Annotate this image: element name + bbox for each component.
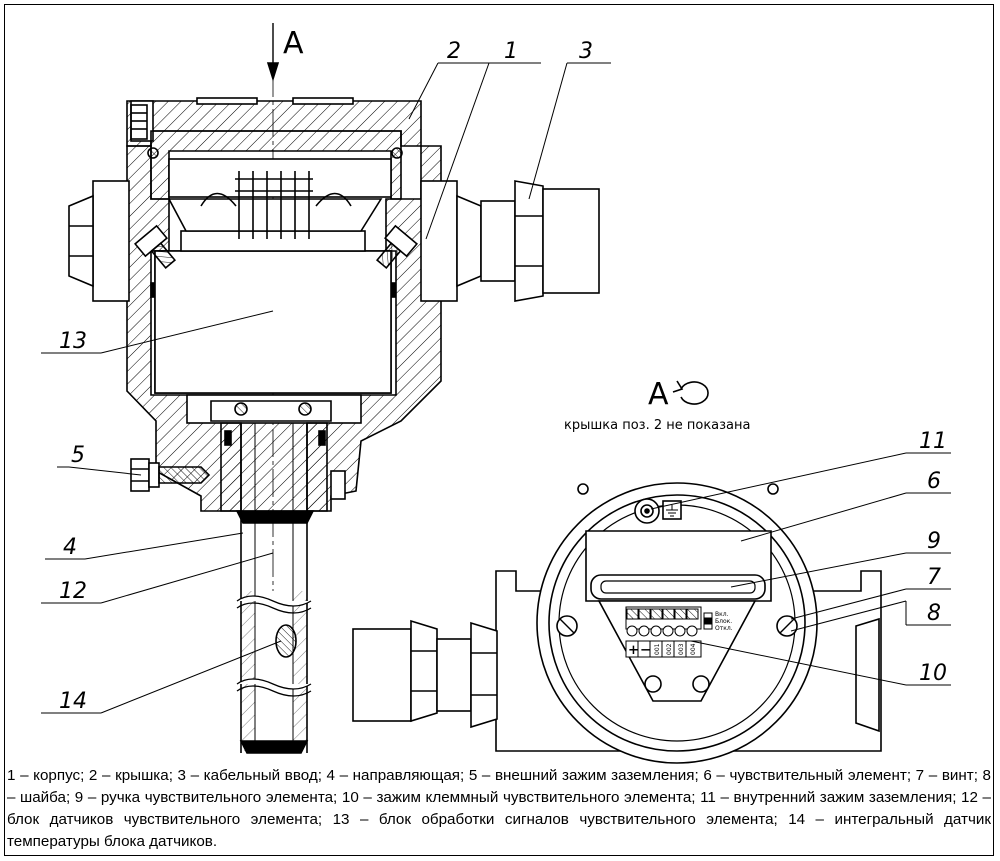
view-label-a: A — [283, 26, 304, 61]
terminal-003: 003 — [678, 643, 685, 655]
switch-off-label: Откл. — [715, 625, 733, 632]
leaders-view — [650, 452, 951, 686]
leaders-section — [41, 62, 611, 714]
callout-13: 13 — [59, 329, 87, 354]
terminal-001: 001 — [654, 643, 661, 655]
legend-text: 1 – корпус; 2 – крышка; 3 – кабельный вв… — [7, 767, 991, 850]
callout-8: 8 — [927, 601, 941, 626]
rotation-icon — [680, 381, 709, 405]
callout-2: 2 — [447, 39, 461, 64]
view-subtitle: крышка поз. 2 не показана — [564, 418, 751, 433]
callout-14: 14 — [59, 689, 87, 714]
cover-part — [126, 97, 422, 200]
terminal-004: 004 — [690, 643, 697, 655]
callout-12: 12 — [59, 579, 87, 604]
sensor-element-13 — [154, 171, 392, 394]
guide-tube — [236, 423, 312, 754]
view-cable-gland — [352, 619, 498, 729]
callout-7: 7 — [927, 565, 941, 590]
callout-3: 3 — [579, 39, 593, 64]
callout-9: 9 — [927, 529, 941, 554]
callout-10: 10 — [919, 661, 947, 686]
view-title-a: A — [648, 377, 669, 412]
terminal-plus: + — [628, 643, 639, 658]
callout-5: 5 — [71, 443, 85, 468]
terminal-minus: − — [640, 643, 651, 658]
view-arrow-head — [266, 62, 280, 82]
left-boss — [68, 180, 130, 302]
section-view — [41, 23, 611, 754]
callout-4: 4 — [63, 535, 77, 560]
terminal-002: 002 — [666, 643, 673, 655]
drawing-frame: A A крышка поз. 2 не показана 2 1 3 13 5… — [4, 4, 994, 856]
angled-screws — [134, 224, 418, 269]
callout-11: 11 — [919, 429, 947, 454]
adapter-neck — [186, 394, 362, 524]
callout-6: 6 — [927, 469, 941, 494]
terminal-block — [625, 606, 713, 658]
callout-1: 1 — [504, 39, 518, 64]
switch-block-label: Блок. — [715, 618, 732, 625]
cable-gland — [420, 180, 600, 302]
view-a — [352, 380, 951, 764]
technical-drawing: A A крышка поз. 2 не показана 2 1 3 13 5… — [41, 23, 951, 764]
switch-on-label: Вкл. — [715, 611, 729, 618]
